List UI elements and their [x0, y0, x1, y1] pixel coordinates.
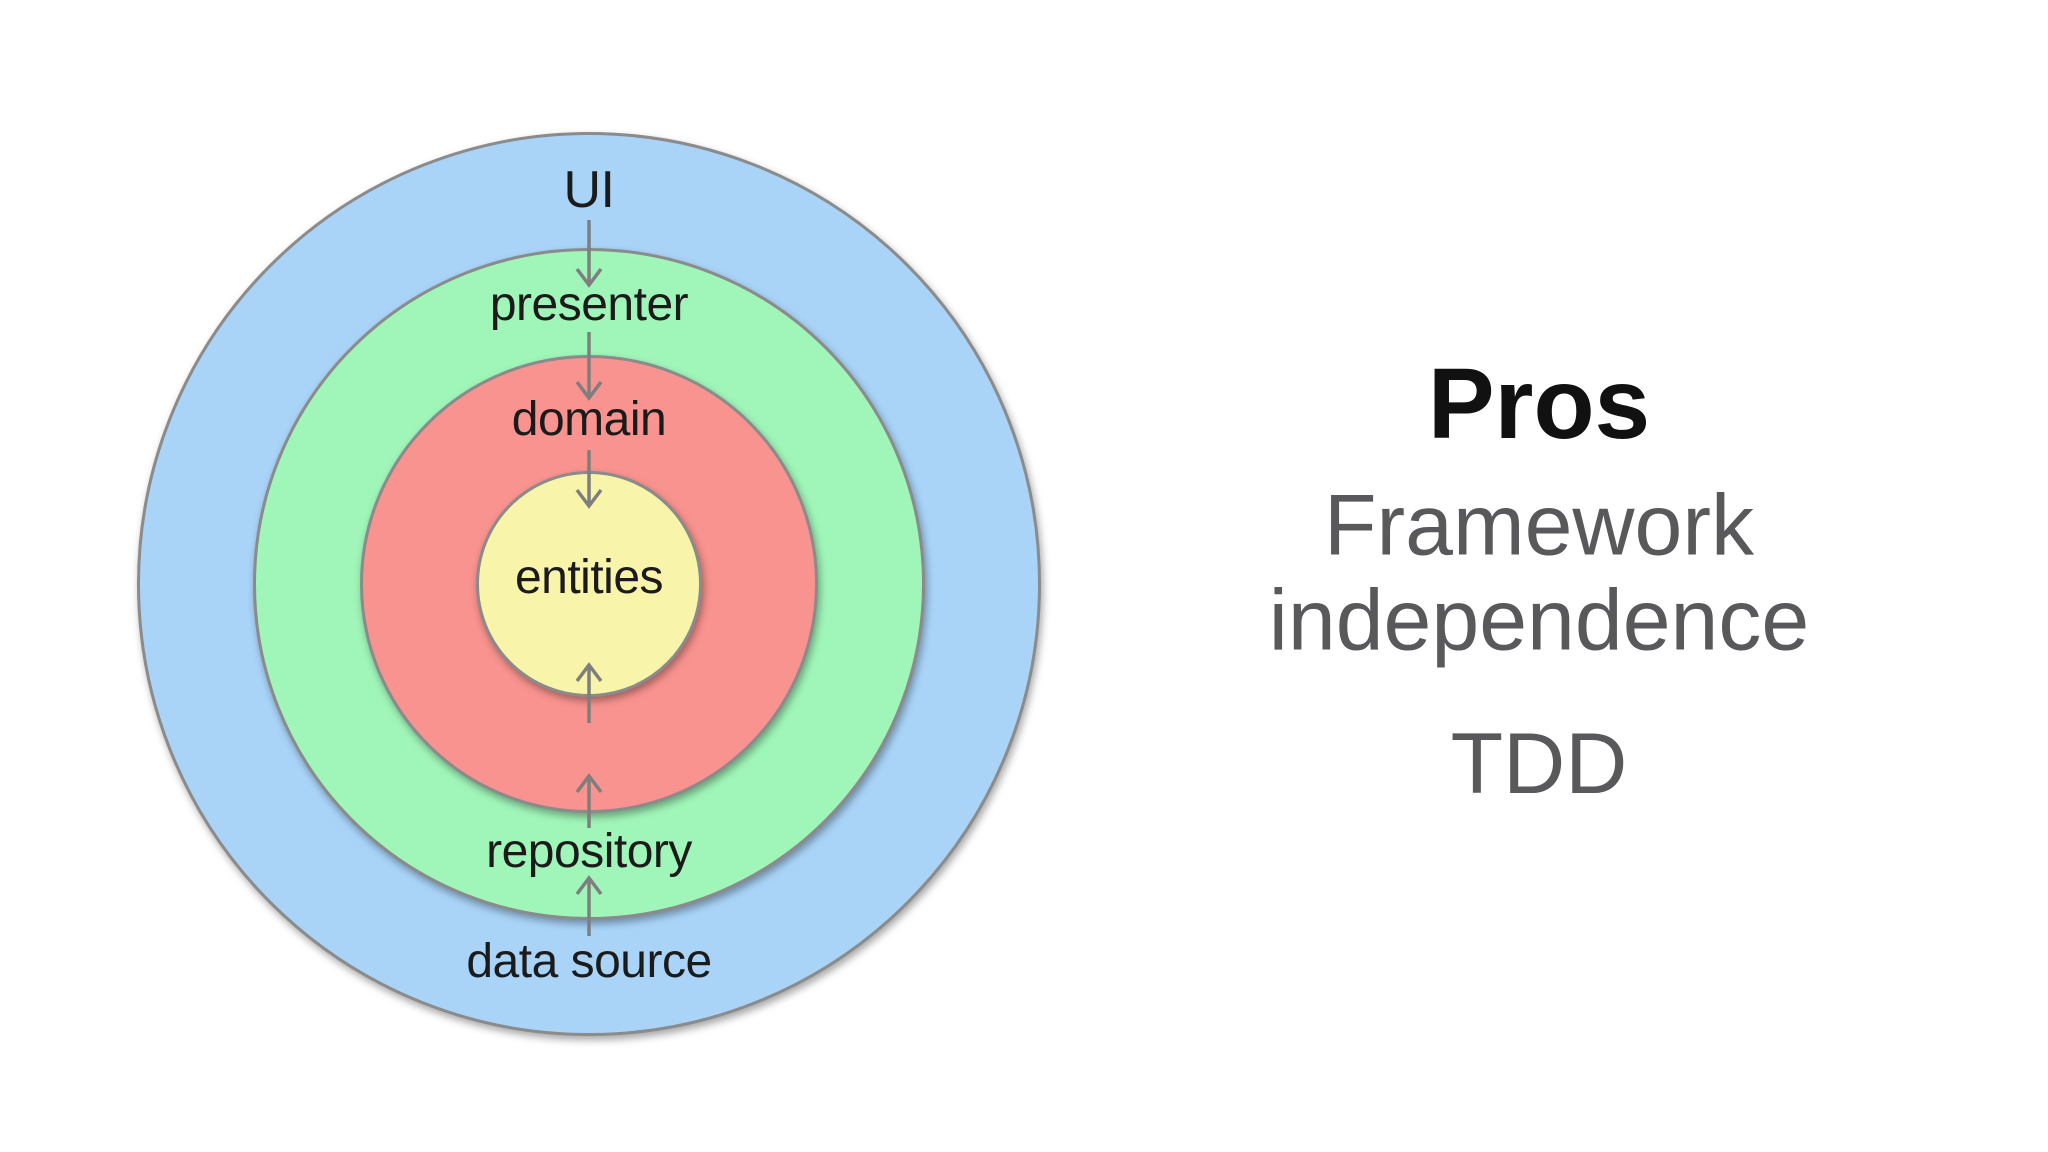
pros-item-framework-independence: Framework independence: [1268, 477, 1810, 669]
pros-item-tdd: TDD: [1450, 716, 1628, 812]
label-entities: entities: [514, 551, 664, 604]
pros-heading: Pros: [1427, 348, 1651, 460]
label-data-source: data source: [466, 935, 712, 988]
label-ui: UI: [563, 161, 616, 219]
circle-entities: [476, 471, 702, 697]
label-presenter: presenter: [489, 278, 689, 331]
label-repository: repository: [486, 825, 692, 878]
label-domain: domain: [511, 393, 667, 446]
